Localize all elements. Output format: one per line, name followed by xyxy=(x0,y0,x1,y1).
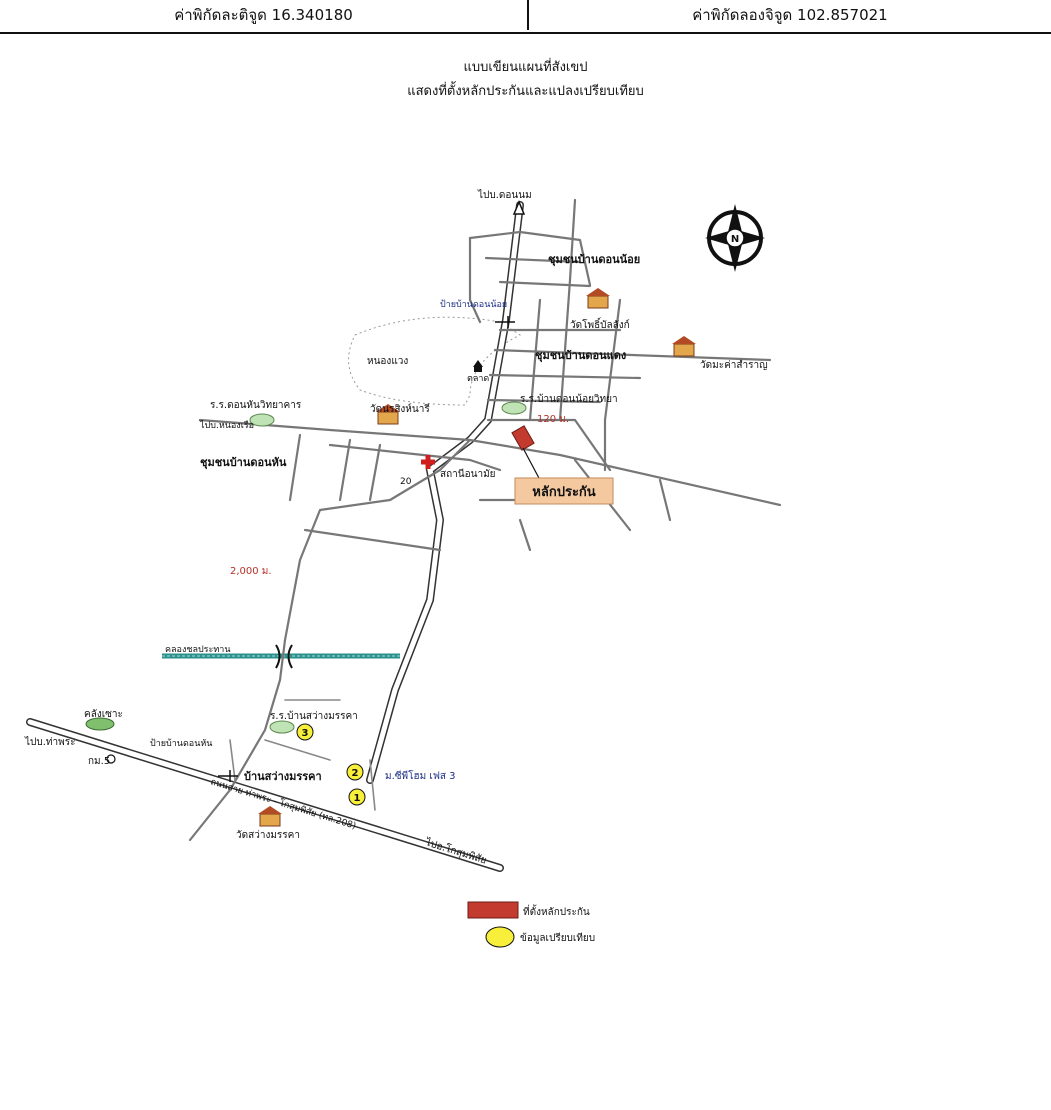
label-distance-120: 120 ม. xyxy=(537,414,569,425)
longitude-cell: ค่าพิกัดลองจิจูด 102.857021 xyxy=(692,6,888,24)
temple-icon xyxy=(672,336,696,357)
label-canal: คลองชลประทาน xyxy=(165,645,230,655)
label-wat-pho: วัดโพธิ์บัลลังก์ xyxy=(570,317,630,331)
comparison-marker-2-label: 2 xyxy=(352,768,359,779)
temple-icon xyxy=(586,288,610,309)
coordinate-header: ค่าพิกัดละติจูด 16.340180 ค่าพิกัดลองจิจ… xyxy=(0,0,1051,34)
km-marker-icon xyxy=(106,754,116,764)
map-title: แบบเขียนแผนที่สังเขป xyxy=(463,60,588,75)
label-khlong-saeng: คลังเซาะ xyxy=(84,709,123,720)
collateral-callout-leader xyxy=(522,447,541,481)
school-icon xyxy=(269,720,295,734)
comparison-marker-3-label: 3 xyxy=(302,728,309,739)
label-collateral: หลักประกัน xyxy=(532,485,595,500)
label-village-sawang: บ้านสว่างมรรคา xyxy=(244,770,322,783)
north-arrow-icon: N xyxy=(705,204,765,272)
label-sign-donhan: ป้ายบ้านดอนหัน xyxy=(150,738,212,749)
school-icon xyxy=(249,413,275,427)
label-to-nongruea: ไปบ.หนองเรือ xyxy=(199,420,254,431)
label-community-donhan: ชุมชนบ้านดอนหัน xyxy=(200,456,287,470)
label-nong-waeng: หนองแวง xyxy=(367,356,408,367)
label-school-sawang: ร.ร.บ้านสว่างมรรคา xyxy=(270,710,358,722)
map-subtitle: แสดงที่ตั้งหลักประกันและแปลงเปรียบเทียบ xyxy=(407,84,644,99)
label-community-dondaeng: ชุมชนบ้านดอนแดง xyxy=(535,349,626,363)
label-moo-baan: ม.ซีพีโฮม เฟส 3 xyxy=(385,769,456,782)
label-highway: ถนนสาย ท่าพระ - โกสุมพิสัย (ทล.208) xyxy=(209,776,357,831)
label-km5: กม.5 xyxy=(88,756,110,767)
nong-waeng-pond-outline xyxy=(348,316,522,406)
label-school-donhan: ร.ร.ดอนหันวิทยาคาร xyxy=(210,400,302,411)
label-road-no: 20 xyxy=(400,477,412,487)
highway-road xyxy=(26,718,504,872)
arrow-up-icon xyxy=(512,200,526,215)
label-health-station: สถานีอนามัย xyxy=(440,468,496,480)
market-icon xyxy=(473,360,483,372)
label-wat-matchima: วัดมะค่าสำราญ xyxy=(700,360,768,371)
legend-collateral-swatch xyxy=(467,901,519,919)
legend-collateral-label: ที่ตั้งหลักประกัน xyxy=(523,904,590,918)
latitude-cell: ค่าพิกัดละติจูด 16.340180 xyxy=(0,0,529,30)
tree-icon xyxy=(85,717,115,731)
label-distance-2000: 2,000 ม. xyxy=(230,566,272,577)
north-letter: N xyxy=(731,234,739,245)
label-school-donnoi: ร.ร.บ้านดอนน้อยวิทยา xyxy=(520,393,618,405)
comparison-marker-2 xyxy=(346,763,364,781)
road-network xyxy=(188,198,782,842)
legend-comparison-label: ข้อมูลเปรียบเทียบ xyxy=(520,932,595,944)
bridge-icon xyxy=(275,644,293,669)
comparison-marker-1-label: 1 xyxy=(354,793,361,804)
label-sign-donnoi: ป้ายบ้านดอนน้อย xyxy=(440,299,507,310)
collateral-callout-box xyxy=(514,477,614,505)
label-wat-sawang: วัดสว่างมรรคา xyxy=(236,830,300,841)
collateral-site xyxy=(511,425,535,451)
bus-stop-icon xyxy=(218,770,238,782)
bus-stop-icon xyxy=(495,316,515,328)
map-legend: ที่ตั้งหลักประกัน ข้อมูลเปรียบเทียบ xyxy=(467,901,595,948)
legend-comparison-swatch xyxy=(485,926,515,948)
comparison-marker-1 xyxy=(348,788,366,806)
label-community-donnoi: ชุมชนบ้านดอนน้อย xyxy=(548,253,640,267)
comparison-marker-3 xyxy=(296,723,314,741)
label-to-thaphra: ไปบ.ท่าพระ xyxy=(24,736,75,748)
school-icon xyxy=(501,401,527,415)
temple-icon xyxy=(258,806,282,827)
label-to-donnom: ไปบ.ดอนนม xyxy=(477,189,532,201)
label-market: ตลาด xyxy=(467,374,489,384)
health-cross-icon xyxy=(421,455,435,469)
temple-icon xyxy=(376,404,400,425)
main-road-north xyxy=(366,201,524,784)
label-wat-donhan: วัดนรสิงห์นารี xyxy=(370,403,430,415)
